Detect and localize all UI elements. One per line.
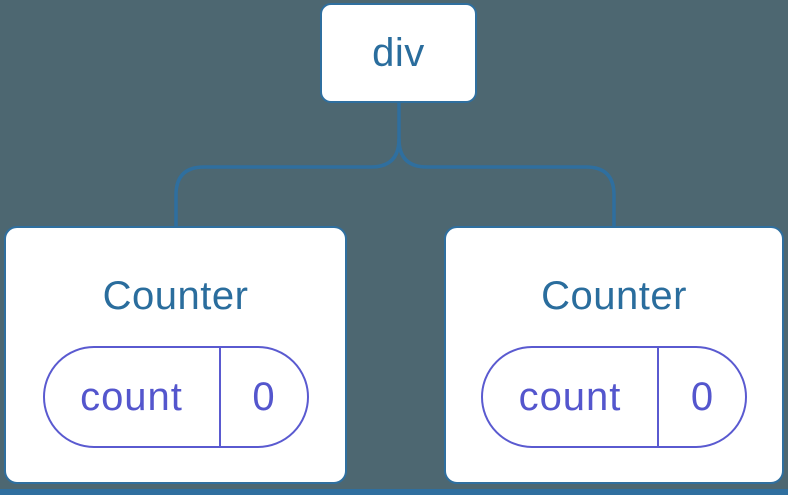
state-key-label: count bbox=[45, 348, 221, 446]
component-title: Counter bbox=[102, 274, 249, 318]
counter-card-right: Counter count 0 bbox=[444, 226, 784, 484]
state-pill: count 0 bbox=[42, 346, 309, 448]
state-pill: count 0 bbox=[481, 346, 747, 448]
state-value: 0 bbox=[690, 374, 714, 419]
root-node-label: div bbox=[372, 31, 425, 75]
root-node-div: div bbox=[320, 3, 477, 103]
state-key-label: count bbox=[483, 348, 659, 446]
baseline-bar bbox=[0, 488, 788, 495]
counter-card-left: Counter count 0 bbox=[4, 226, 347, 484]
state-value: 0 bbox=[252, 374, 275, 419]
component-title: Counter bbox=[541, 274, 687, 318]
